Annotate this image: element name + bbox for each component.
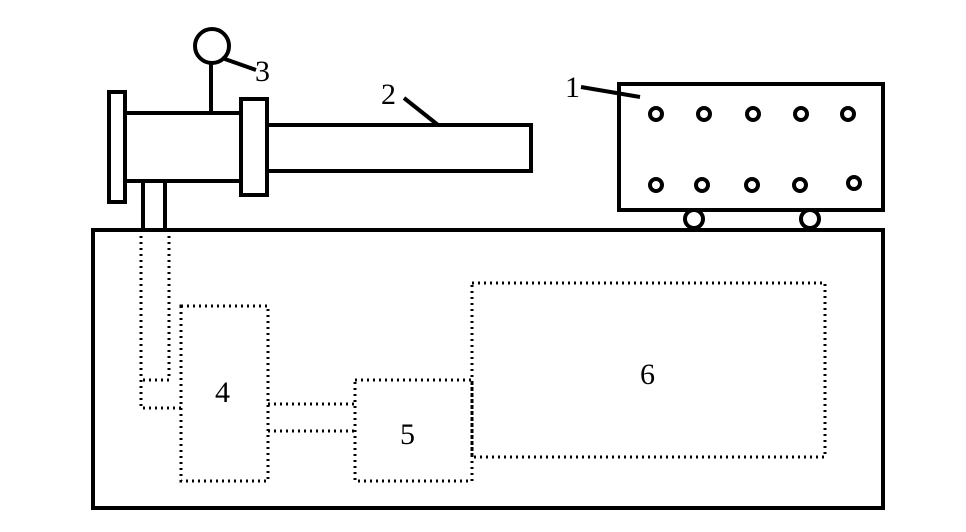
unit-4-box — [179, 304, 270, 483]
leader-line-1 — [580, 85, 641, 99]
pressure-gauge — [193, 27, 231, 113]
unit-6-box — [470, 281, 827, 459]
flange-assembly — [107, 90, 269, 232]
cart-holes — [648, 106, 862, 193]
leader-line-3 — [221, 56, 257, 72]
label-5: 5 — [400, 418, 415, 451]
cart — [617, 82, 885, 230]
leader-line-2 — [402, 96, 440, 127]
label-1: 1 — [565, 71, 580, 104]
base-platform — [91, 228, 885, 510]
pipeline-dotted — [139, 230, 181, 410]
connector-4-5 — [268, 402, 355, 433]
pipe — [265, 123, 533, 173]
label-3: 3 — [255, 55, 270, 88]
leader-lines — [221, 56, 641, 127]
cart-wheels — [683, 208, 821, 230]
label-4: 4 — [215, 376, 230, 409]
unit-5-box — [353, 378, 474, 483]
label-2: 2 — [381, 78, 396, 111]
label-6: 6 — [640, 358, 655, 391]
